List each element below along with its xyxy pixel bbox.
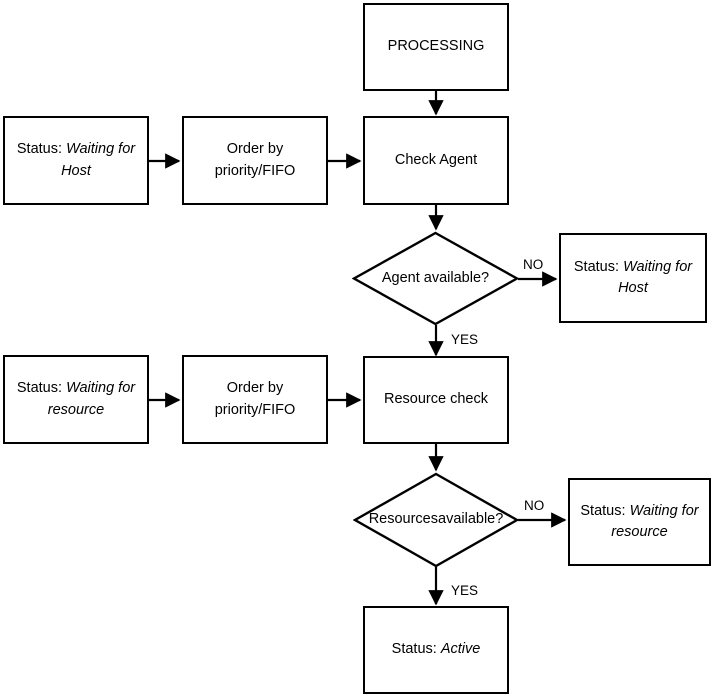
node-order-by-priority-bottom[interactable]: Order by priority/FIFO — [182, 355, 328, 444]
status-prefix: Status: — [580, 502, 630, 519]
node-waiting-for-resource-right[interactable]: Status: Waiting for resource — [568, 478, 711, 566]
status-prefix: Status: — [16, 141, 67, 158]
status-prefix: Status: — [573, 258, 624, 275]
node-waiting-for-resource-right-label: Status: Waiting for resource — [576, 501, 703, 543]
node-waiting-for-host-right-label: Status: Waiting for Host — [567, 257, 699, 299]
node-order-by-priority-bottom-label: Order by priority/FIFO — [215, 378, 296, 420]
node-status-active[interactable]: Status: Active — [363, 606, 509, 694]
node-resource-check[interactable]: Resource check — [363, 356, 509, 444]
status-value: Waiting for Host — [61, 141, 136, 179]
node-order-by-priority-top-label: Order by priority/FIFO — [215, 139, 296, 181]
node-processing-label: PROCESSING — [387, 38, 485, 55]
order-line-2: priority/FIFO — [214, 162, 296, 179]
node-agent-available[interactable]: Agent available? — [352, 231, 519, 326]
status-value: Waiting for Host — [618, 258, 693, 296]
node-order-by-priority-top[interactable]: Order by priority/FIFO — [182, 116, 328, 205]
node-waiting-for-resource-left-label: Status: Waiting for resource — [11, 378, 141, 420]
edge-label-agent-yes: YES — [451, 332, 479, 347]
status-prefix: Status: — [391, 641, 441, 658]
node-check-agent-label: Check Agent — [394, 151, 478, 168]
node-check-agent[interactable]: Check Agent — [363, 116, 509, 205]
order-line-1: Order by — [226, 141, 284, 158]
node-status-active-label: Status: Active — [392, 639, 481, 660]
node-waiting-for-resource-left[interactable]: Status: Waiting for resource — [3, 355, 149, 444]
edge-label-resources-no: NO — [524, 498, 545, 513]
node-processing[interactable]: PROCESSING — [363, 3, 509, 91]
order-line-1: Order by — [226, 380, 284, 397]
node-resource-check-label: Resource check — [384, 391, 488, 408]
status-value: Waiting for resource — [611, 502, 699, 540]
node-waiting-for-host-left-label: Status: Waiting for Host — [11, 139, 141, 181]
node-waiting-for-host-left[interactable]: Status: Waiting for Host — [3, 116, 149, 205]
edge-label-resources-yes: YES — [451, 583, 479, 598]
edge-label-agent-no: NO — [523, 257, 544, 272]
status-prefix: Status: — [16, 380, 67, 397]
status-value: Active — [440, 641, 481, 658]
order-line-2: priority/FIFO — [214, 401, 296, 418]
status-value: Waiting for resource — [47, 380, 136, 418]
node-waiting-for-host-right[interactable]: Status: Waiting for Host — [559, 233, 707, 323]
